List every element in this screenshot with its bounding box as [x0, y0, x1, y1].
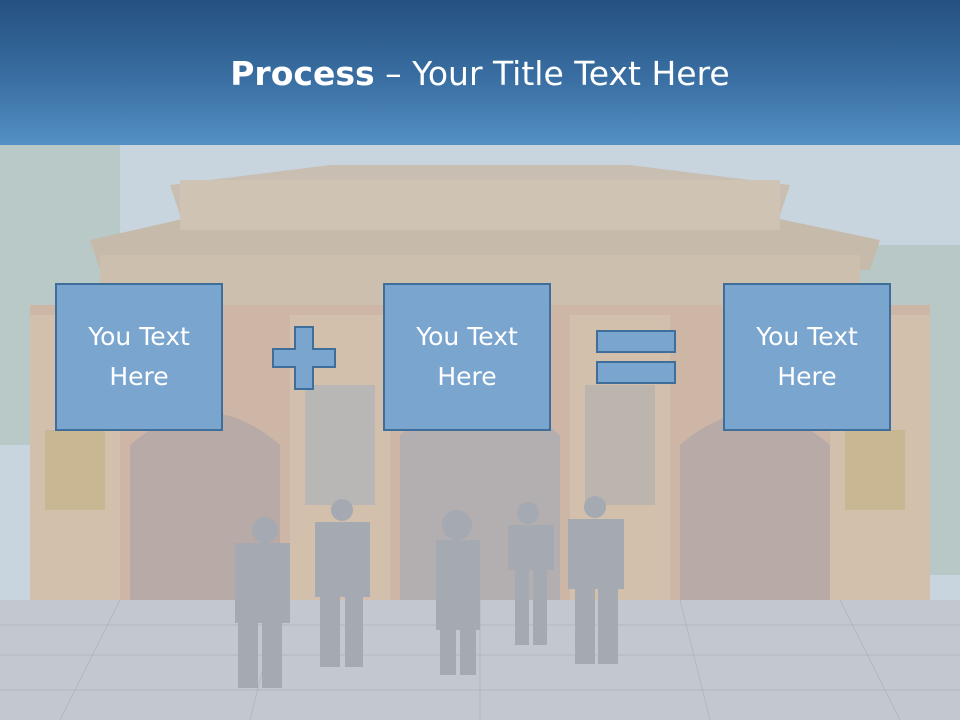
title-banner: Process – Your Title Text Here [0, 0, 960, 145]
process-box-2-text: You Text Here [416, 322, 518, 391]
title-bold-word: Process [230, 54, 375, 93]
slide-title[interactable]: Process – Your Title Text Here [0, 52, 960, 96]
process-box-1[interactable]: You Text Here [55, 283, 223, 431]
title-text: – Your Title Text Here [374, 54, 730, 93]
process-box-3[interactable]: You Text Here [723, 283, 891, 431]
temple-gate-image [0, 145, 960, 720]
plus-icon [272, 326, 336, 390]
process-box-1-text: You Text Here [88, 322, 190, 391]
background-photo [0, 145, 960, 720]
process-box-3-text: You Text Here [756, 322, 858, 391]
equals-icon [596, 330, 676, 384]
process-box-2[interactable]: You Text Here [383, 283, 551, 431]
